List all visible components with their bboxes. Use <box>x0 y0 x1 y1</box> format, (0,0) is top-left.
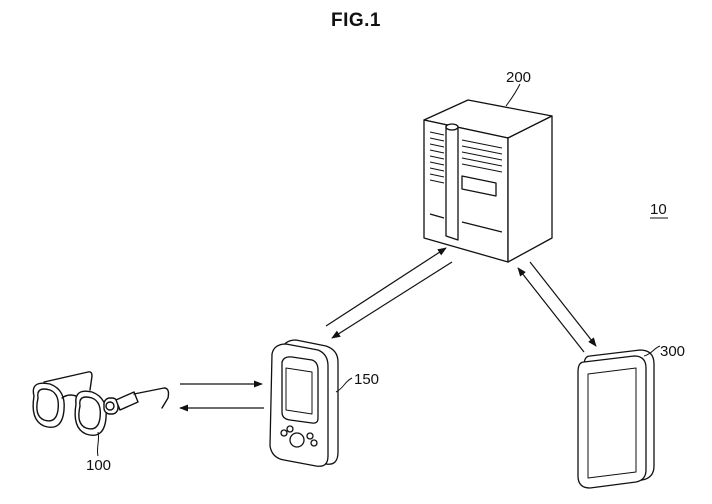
tablet-label: 300 <box>660 343 685 360</box>
server-icon <box>423 99 553 263</box>
arrow-phone-to-server <box>325 247 447 327</box>
system-label: 10 <box>650 201 667 218</box>
phone-icon <box>269 339 339 467</box>
phone-label: 150 <box>354 371 379 388</box>
tablet-icon <box>577 349 655 489</box>
glasses-leader-line <box>96 431 100 457</box>
phone-leader-line <box>335 377 353 393</box>
communication-arrows <box>179 247 597 412</box>
tablet-leader-line <box>643 345 661 357</box>
server-label: 200 <box>506 69 531 86</box>
arrow-tablet-to-server <box>517 267 585 353</box>
glasses-icon <box>32 371 170 436</box>
arrow-server-to-tablet <box>529 261 597 347</box>
glasses-label: 100 <box>86 457 111 474</box>
arrow-server-to-phone <box>331 261 453 339</box>
figure-title: FIG.1 <box>330 10 381 31</box>
server-leader-line <box>505 83 521 107</box>
